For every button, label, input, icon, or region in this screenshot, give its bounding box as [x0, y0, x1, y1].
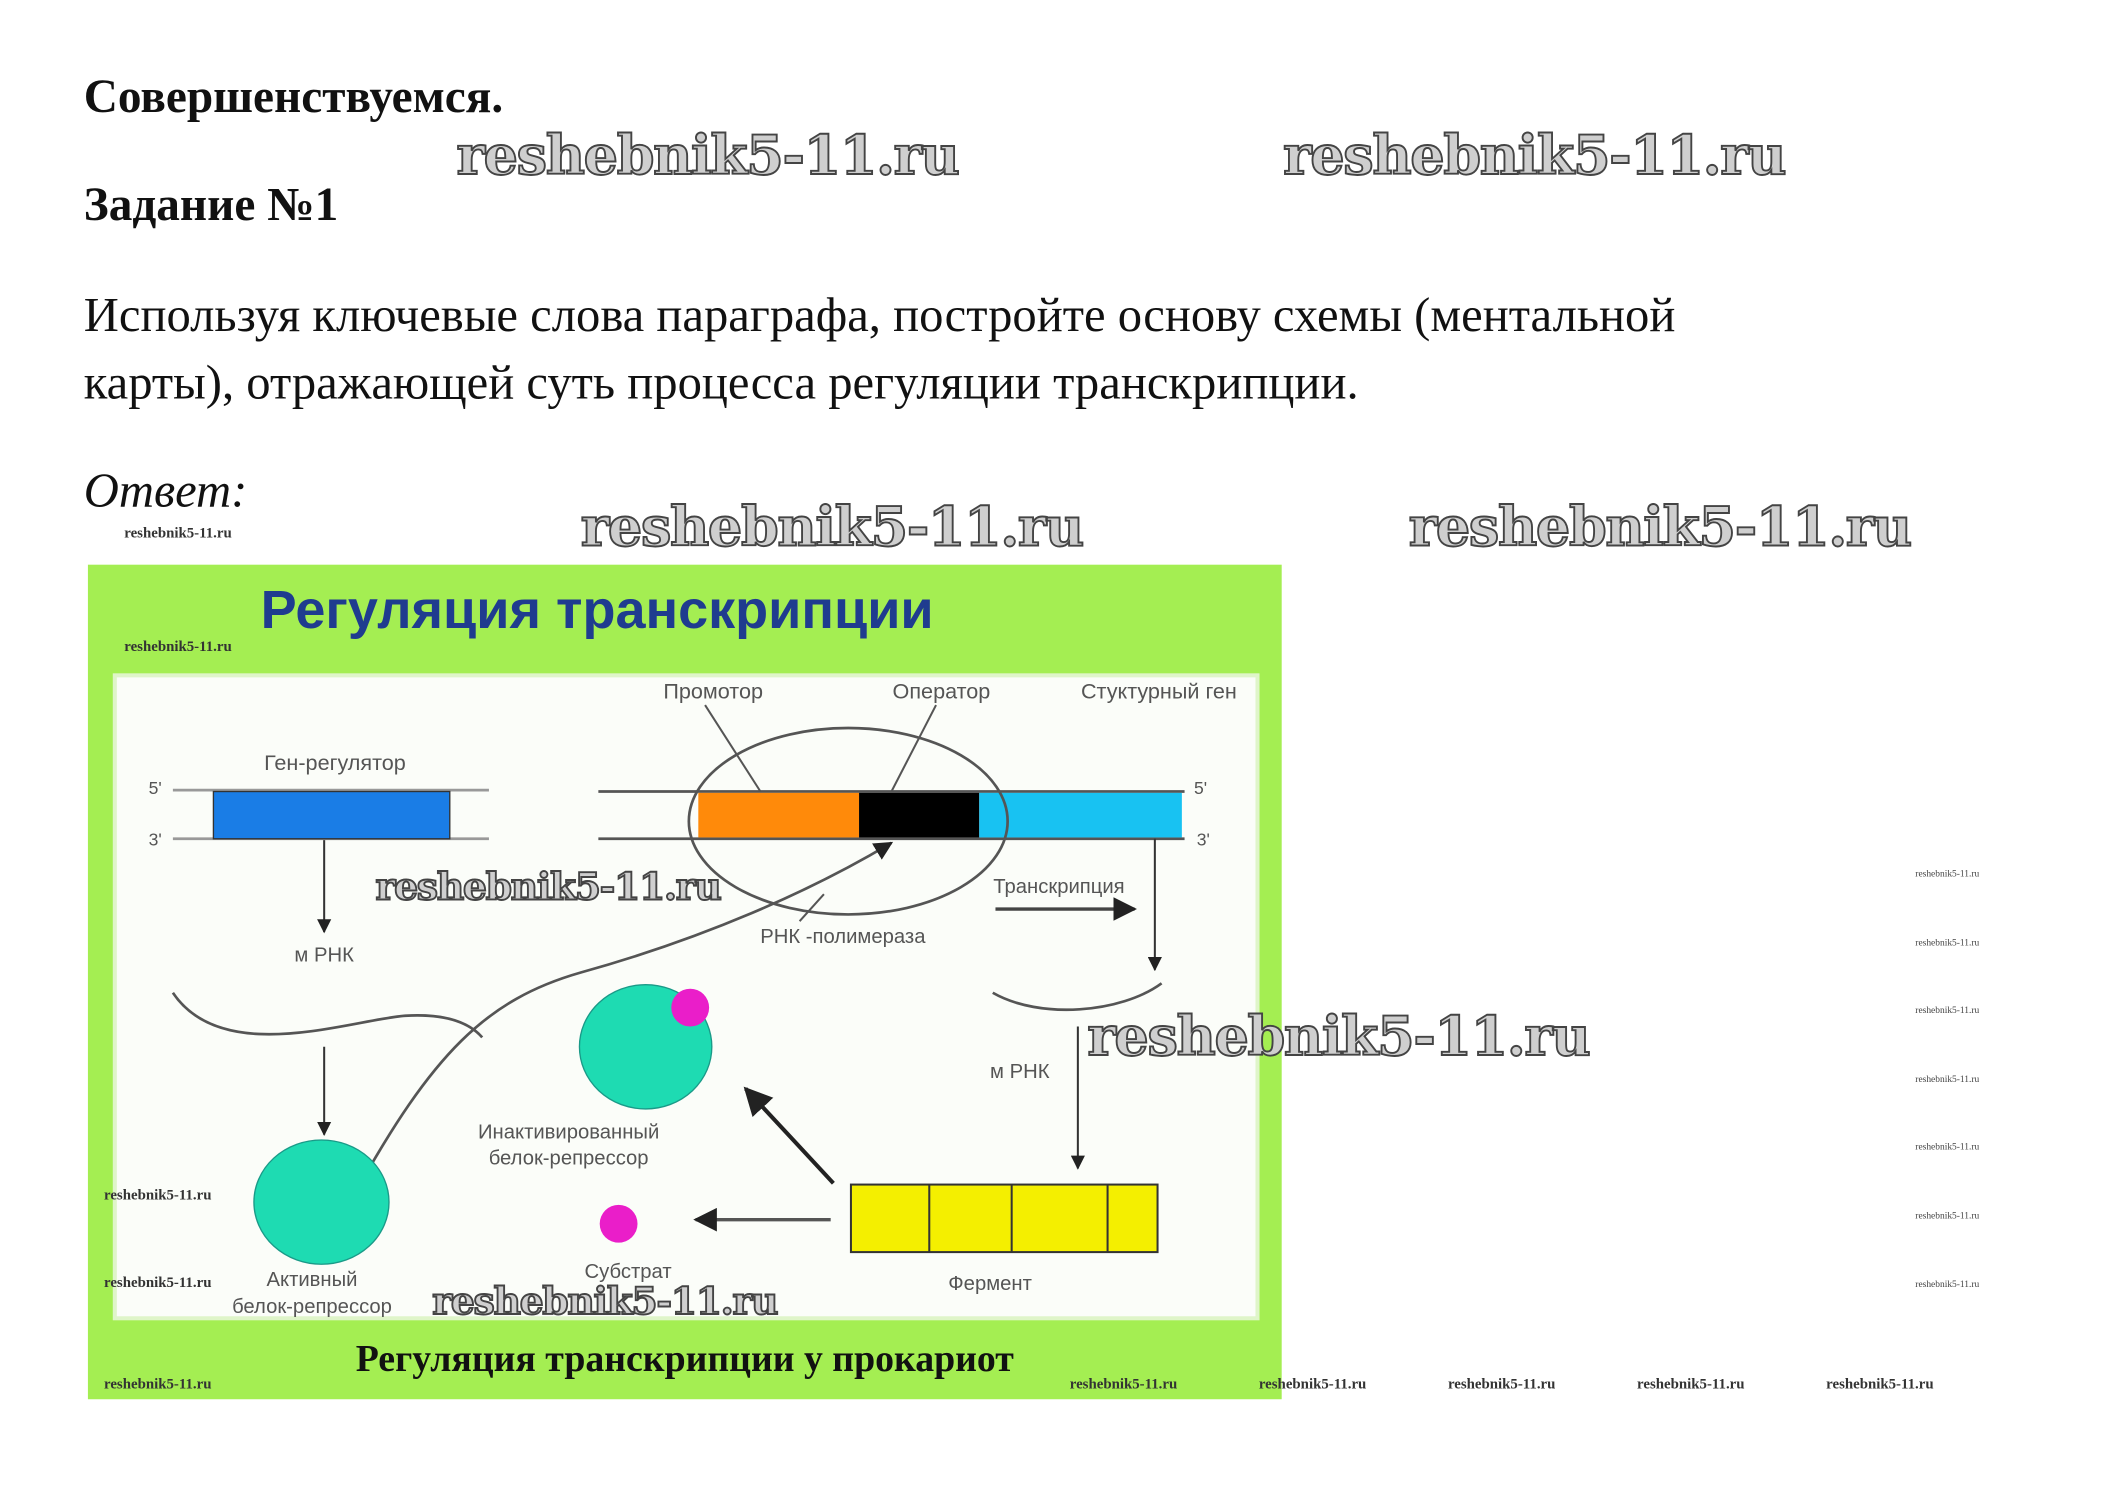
task-text-line-1: Используя ключевые слова параграфа, пост… [83, 287, 1676, 342]
watermark-small: reshebnik5-11.ru [1069, 1376, 1178, 1393]
five-prime-right: 5' [1194, 778, 1207, 798]
active-repressor [253, 1139, 390, 1265]
five-prime-left: 5' [149, 778, 162, 798]
watermark-tiny: reshebnik5-11.ru [1915, 937, 1980, 949]
task-text-line-2: карты), отражающей суть процесса регуляц… [83, 355, 1359, 410]
mrna-left-label: м РНК [294, 945, 354, 967]
bound-substrate [671, 988, 710, 1027]
three-prime-right: 3' [1197, 830, 1210, 850]
heading: Совершенствуемся. [83, 70, 504, 123]
watermark: reshebnik5-11.ru [1282, 123, 1787, 188]
active-label-1: Активный [267, 1269, 358, 1291]
mrna-right-label: м РНК [990, 1061, 1050, 1083]
active-label-2: белок-репрессор [232, 1296, 392, 1318]
watermark-small: reshebnik5-11.ru [1258, 1376, 1367, 1393]
enzyme-block [849, 1183, 1159, 1254]
watermark-small: reshebnik5-11.ru [124, 638, 232, 656]
watermark-tiny: reshebnik5-11.ru [1915, 868, 1980, 880]
answer-label: Ответ: [83, 463, 248, 518]
watermark: reshebnik5-11.ru [1086, 1004, 1591, 1069]
task-title: Задание №1 [83, 178, 339, 231]
diagram-caption: Регуляция транскрипции у прокариот [356, 1338, 1015, 1380]
watermark: reshebnik5-11.ru [1408, 495, 1913, 560]
watermark-tiny: reshebnik5-11.ru [1915, 1141, 1980, 1153]
diagram-title: Регуляция транскрипции [261, 580, 934, 640]
transcription-regulation-diagram: Регуляция транскрипции Промотор Оператор… [87, 564, 1282, 1400]
structural-gene-block [979, 792, 1182, 838]
watermark-small: reshebnik5-11.ru [104, 1376, 212, 1393]
regulator-gene-label: Ген-регулятор [264, 750, 406, 775]
free-substrate [599, 1204, 638, 1243]
watermark-tiny: reshebnik5-11.ru [1915, 1279, 1980, 1290]
watermark-tiny: reshebnik5-11.ru [1915, 1073, 1980, 1085]
structural-gene-label: Стуктурный ген [1081, 678, 1237, 703]
watermark-small: reshebnik5-11.ru [1447, 1376, 1556, 1393]
watermark: reshebnik5-11.ru [375, 864, 723, 910]
inactivated-label-1: Инактивированный [478, 1122, 659, 1144]
inactivated-label-2: белок-репрессор [489, 1147, 649, 1169]
watermark-small: reshebnik5-11.ru [1826, 1376, 1934, 1393]
mrna-strand-right [992, 982, 1163, 1012]
operator-block [859, 792, 980, 838]
rna-polymerase-ellipse [687, 726, 1009, 916]
operator-label: Оператор [893, 678, 991, 703]
watermark-tiny: reshebnik5-11.ru [1915, 1004, 1980, 1016]
substrate-label: Субстрат [585, 1261, 672, 1283]
rna-polymerase-label: РНК -полимераза [760, 926, 926, 948]
watermark-small: reshebnik5-11.ru [124, 525, 232, 542]
watermark-small: reshebnik5-11.ru [1637, 1376, 1745, 1393]
enzyme-label: Фермент [948, 1273, 1032, 1295]
promoter-label: Промотор [663, 678, 763, 703]
watermark-small: reshebnik5-11.ru [104, 1275, 212, 1292]
three-prime-left: 3' [149, 830, 162, 850]
repressor-binding-line [352, 841, 894, 1197]
watermark: reshebnik5-11.ru [456, 123, 961, 188]
regulator-gene-block [212, 790, 451, 840]
watermark: reshebnik5-11.ru [580, 495, 1085, 560]
watermark-tiny: reshebnik5-11.ru [1915, 1210, 1980, 1222]
transcription-label: Транскрипция [993, 876, 1124, 898]
watermark-small: reshebnik5-11.ru [104, 1187, 212, 1204]
watermark: reshebnik5-11.ru [431, 1278, 779, 1324]
promoter-block [698, 792, 860, 838]
mrna-strand-left [171, 992, 484, 1039]
